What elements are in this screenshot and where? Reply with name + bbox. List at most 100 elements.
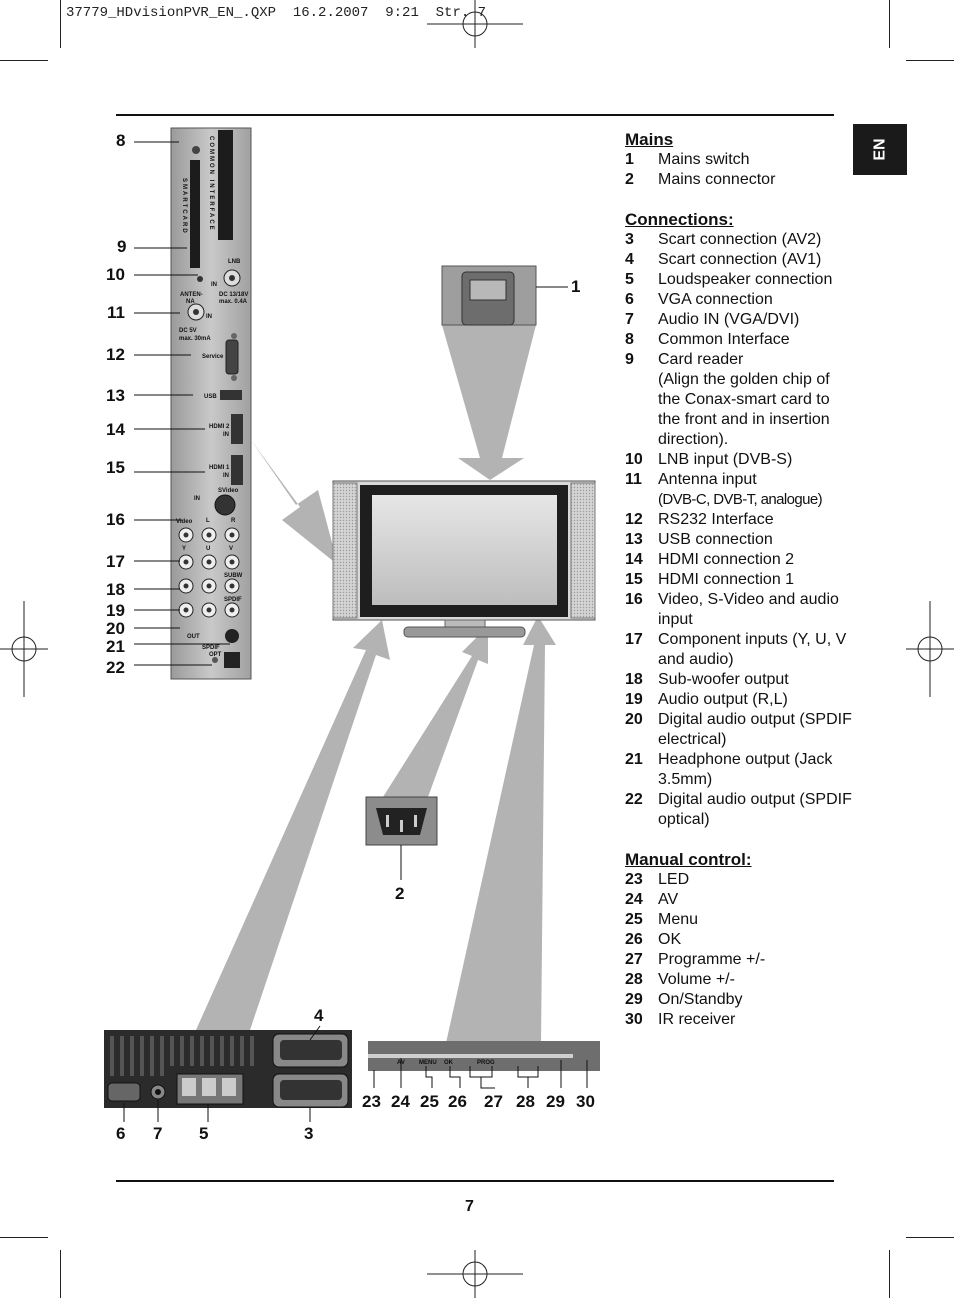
bottom-rule bbox=[116, 1180, 834, 1182]
file-slug: 37779_HDvisionPVR_EN_.QXP 16.2.2007 9:21… bbox=[66, 5, 487, 21]
tv-image bbox=[332, 480, 596, 638]
callout-1: 1 bbox=[571, 277, 581, 296]
svg-text:OPT: OPT bbox=[209, 652, 222, 658]
callout-8: 8 bbox=[116, 131, 126, 150]
svg-text:IN: IN bbox=[194, 496, 200, 502]
callout-2: 2 bbox=[395, 884, 405, 903]
svg-text:R: R bbox=[231, 518, 236, 524]
crop-mark bbox=[60, 1250, 61, 1298]
callout-14: 14 bbox=[106, 420, 125, 439]
callout-19: 19 bbox=[106, 601, 125, 620]
callout-17: 17 bbox=[106, 552, 125, 571]
callout-21: 21 bbox=[106, 637, 125, 656]
svg-text:SPDIF: SPDIF bbox=[224, 597, 242, 603]
callout-4: 4 bbox=[314, 1006, 324, 1025]
page-number: 7 bbox=[465, 1198, 474, 1215]
svg-text:PROG: PROG bbox=[477, 1060, 495, 1066]
crop-mark bbox=[0, 1237, 48, 1238]
svg-text:IN: IN bbox=[211, 282, 217, 288]
mains-connector-image bbox=[365, 796, 438, 846]
callout-27: 27 bbox=[484, 1092, 503, 1111]
callout-29: 29 bbox=[546, 1092, 565, 1111]
crop-mark bbox=[60, 0, 61, 48]
svg-text:V: V bbox=[229, 546, 233, 552]
callout-10: 10 bbox=[106, 265, 125, 284]
svg-text:NA: NA bbox=[186, 299, 195, 305]
callout-13: 13 bbox=[106, 386, 125, 405]
callout-3: 3 bbox=[304, 1124, 314, 1143]
rear-connectors-image bbox=[104, 1030, 352, 1108]
svg-text:MENU: MENU bbox=[419, 1060, 437, 1066]
crop-mark bbox=[889, 1250, 890, 1298]
callout-12: 12 bbox=[106, 345, 125, 364]
callout-11: 11 bbox=[107, 303, 125, 322]
leader-lines bbox=[123, 141, 588, 1122]
svg-text:DC 5V: DC 5V bbox=[179, 328, 197, 334]
svg-text:Video: Video bbox=[176, 519, 193, 525]
svg-text:SMARTCARD: SMARTCARD bbox=[181, 178, 187, 235]
crop-mark bbox=[906, 60, 954, 61]
crop-mark bbox=[889, 0, 890, 48]
callout-20: 20 bbox=[106, 619, 125, 638]
svg-text:USB: USB bbox=[204, 394, 217, 400]
crop-mark bbox=[0, 60, 48, 61]
callout-26: 26 bbox=[448, 1092, 467, 1111]
legend-heading-connections: Connections: bbox=[625, 210, 734, 229]
svg-text:max. 30mA: max. 30mA bbox=[179, 336, 211, 342]
svg-text:LNB: LNB bbox=[228, 259, 241, 265]
svg-text:DC 13/18V: DC 13/18V bbox=[219, 292, 248, 298]
svg-text:SUBW: SUBW bbox=[224, 573, 243, 579]
svg-text:U: U bbox=[206, 546, 210, 552]
svg-text:HDMI 2: HDMI 2 bbox=[209, 424, 230, 430]
svg-text:Y: Y bbox=[182, 546, 186, 552]
callout-16: 16 bbox=[106, 510, 125, 529]
callout-15: 15 bbox=[106, 458, 125, 477]
callout-5: 5 bbox=[199, 1124, 209, 1143]
svg-text:L: L bbox=[206, 518, 210, 524]
svg-text:COMMON INTERFACE: COMMON INTERFACE bbox=[208, 136, 214, 232]
svg-text:OUT: OUT bbox=[187, 634, 200, 640]
front-controls-image: AV MENU OK PROG bbox=[368, 1041, 600, 1071]
legend-heading-manual-control: Manual control: bbox=[625, 850, 752, 869]
legend-heading-mains: Mains bbox=[625, 130, 674, 149]
svg-text:SPDIF: SPDIF bbox=[202, 645, 220, 651]
svg-text:SVideo: SVideo bbox=[218, 488, 239, 494]
mains-switch-image bbox=[441, 265, 537, 326]
svg-text:HDMI 1: HDMI 1 bbox=[209, 465, 230, 471]
callout-28: 28 bbox=[516, 1092, 535, 1111]
svg-text:Service: Service bbox=[202, 354, 224, 360]
